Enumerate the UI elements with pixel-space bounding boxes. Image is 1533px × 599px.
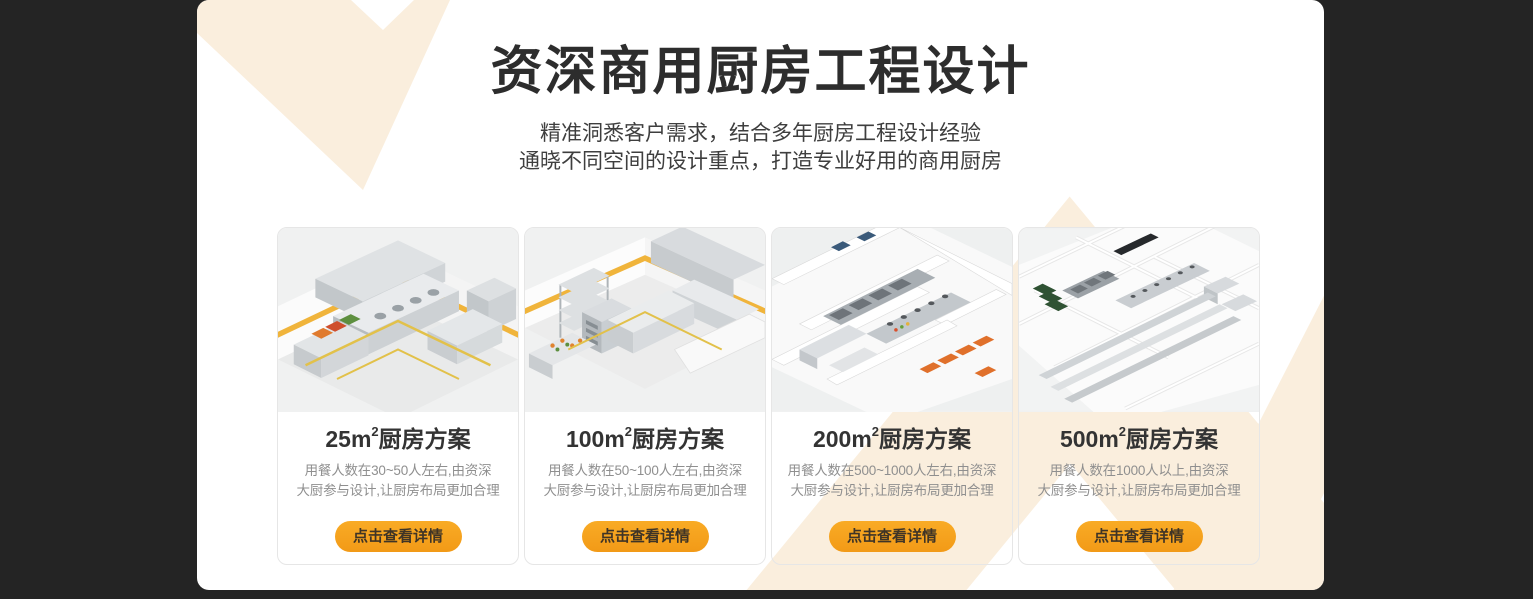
plan-title: 500m2厨房方案 <box>1059 424 1219 452</box>
plan-cards-row: 25m2厨房方案 用餐人数在30~50人左右,由资深大厨参与设计,让厨房布局更加… <box>277 227 1260 565</box>
section-title: 资深商用厨房工程设计 <box>490 43 1031 101</box>
plan-title: 100m2厨房方案 <box>565 424 725 452</box>
plan-description: 用餐人数在500~1000人左右,由资深大厨参与设计,让厨房布局更加合理 <box>787 462 997 498</box>
section-subtitle-line2: 通晓不同空间的设计重点，打造专业好用的商用厨房 <box>519 150 1002 174</box>
plan-description: 用餐人数在1000人以上,由资深大厨参与设计,让厨房布局更加合理 <box>1037 462 1241 498</box>
kitchen-plan-card-25: 25m2厨房方案 用餐人数在30~50人左右,由资深大厨参与设计,让厨房布局更加… <box>277 227 519 565</box>
kitchen-plan-card-200: 200m2厨房方案 用餐人数在500~1000人左右,由资深大厨参与设计,让厨房… <box>771 227 1013 565</box>
view-details-button[interactable]: 点击查看详情 <box>334 520 462 552</box>
kitchen-plan-card-500: 500m2厨房方案 用餐人数在1000人以上,由资深大厨参与设计,让厨房布局更加… <box>1018 227 1260 565</box>
content-panel: 资深商用厨房工程设计 精准洞悉客户需求，结合多年厨房工程设计经验 通晓不同空间的… <box>197 0 1324 590</box>
plan-description: 用餐人数在30~50人左右,由资深大厨参与设计,让厨房布局更加合理 <box>296 462 500 498</box>
plan-title: 200m2厨房方案 <box>812 424 972 452</box>
plan-title: 25m2厨房方案 <box>325 424 471 452</box>
view-details-button[interactable]: 点击查看详情 <box>828 520 956 552</box>
section-header: 资深商用厨房工程设计 精准洞悉客户需求，结合多年厨房工程设计经验 通晓不同空间的… <box>197 0 1324 176</box>
kitchen-render-100-image <box>525 228 765 412</box>
section-subtitle-line1: 精准洞悉客户需求，结合多年厨房工程设计经验 <box>540 122 981 146</box>
kitchen-render-500-image <box>1019 228 1259 412</box>
kitchen-render-200-image <box>772 228 1012 412</box>
view-details-button[interactable]: 点击查看详情 <box>1075 520 1203 552</box>
kitchen-render-25-image <box>278 228 518 412</box>
chevron-top-left <box>197 0 450 190</box>
plan-description: 用餐人数在50~100人左右,由资深大厨参与设计,让厨房布局更加合理 <box>543 462 747 498</box>
view-details-button[interactable]: 点击查看详情 <box>581 520 709 552</box>
kitchen-plan-card-100: 100m2厨房方案 用餐人数在50~100人左右,由资深大厨参与设计,让厨房布局… <box>524 227 766 565</box>
